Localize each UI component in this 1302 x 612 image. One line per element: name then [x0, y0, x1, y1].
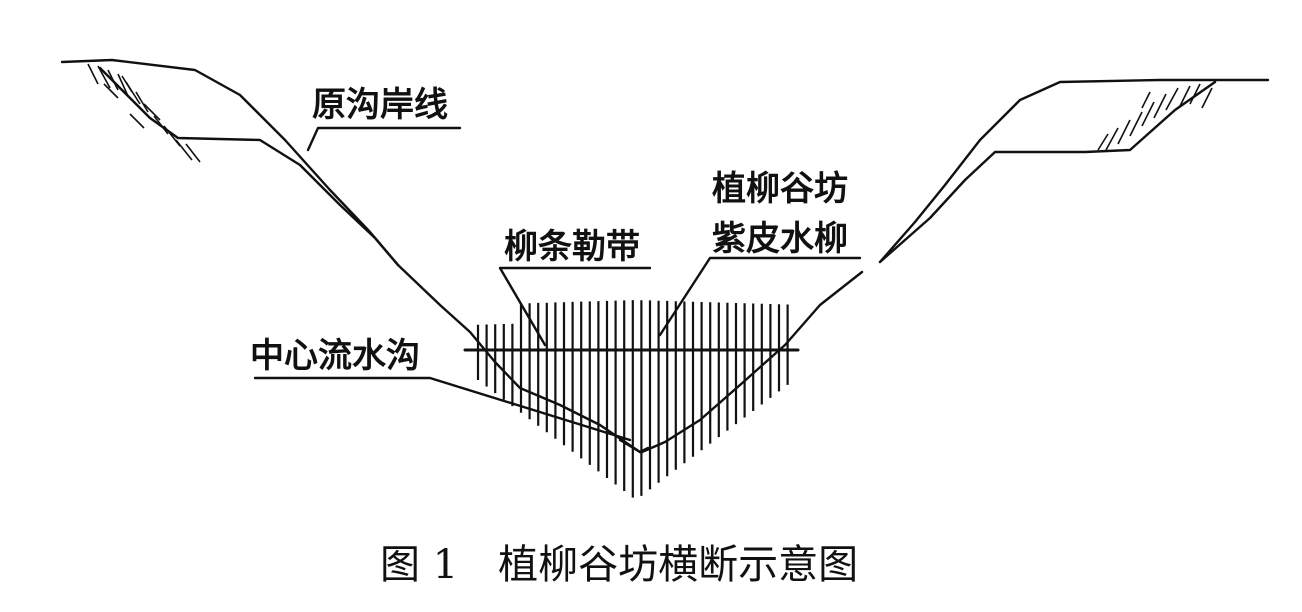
left-soil-hatch	[87, 63, 201, 163]
left-terrace	[98, 66, 400, 267]
label-original-bank: 原沟岸线	[312, 85, 448, 125]
label-willow-band: 柳条勒带	[504, 227, 640, 267]
left-ground-surface	[60, 58, 400, 267]
left-slope	[396, 263, 642, 454]
leader-willow-band	[498, 266, 652, 347]
channel-bottom	[618, 438, 650, 454]
leader-planting	[658, 256, 862, 337]
label-planting-line1: 植柳谷坊	[712, 169, 848, 209]
label-planting-line2: 紫皮水柳	[712, 219, 848, 259]
right-slope	[640, 270, 864, 454]
leader-original-bank	[306, 126, 462, 152]
leader-central-channel	[253, 376, 632, 442]
willow-planting-hatch	[476, 300, 789, 498]
right-ground-surface	[878, 78, 1270, 264]
right-soil-hatch	[1097, 83, 1213, 151]
right-bank	[640, 78, 1270, 454]
left-bank	[60, 58, 642, 454]
right-terrace	[878, 80, 1217, 264]
figure-caption: 图 1 植柳谷坊横断示意图	[380, 542, 858, 588]
label-central-channel: 中心流水沟	[250, 336, 420, 376]
